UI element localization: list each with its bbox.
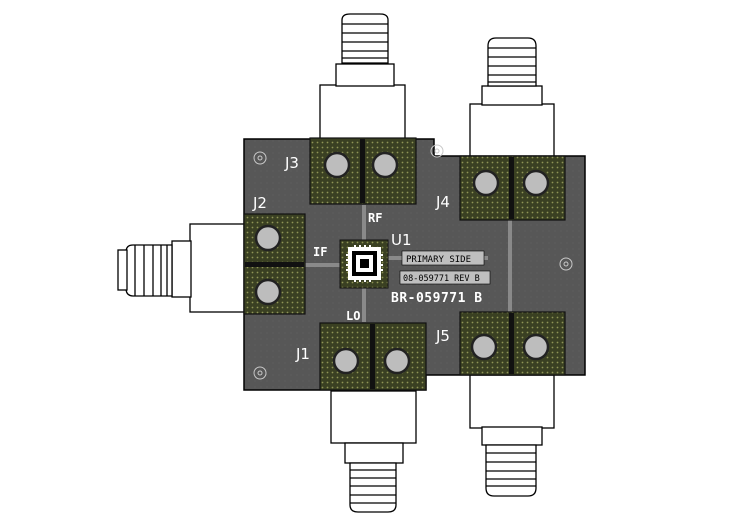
j5-pads <box>459 311 566 376</box>
j4-pin-a <box>472 169 500 197</box>
j5-label: J5 <box>435 327 450 345</box>
j2-label: J2 <box>252 194 267 212</box>
j4-connector-body <box>469 37 555 158</box>
j3-pin-a <box>323 151 351 179</box>
j5-pin-b <box>522 333 550 361</box>
mounting-hole <box>253 144 573 380</box>
part-number-box: 08-059771 REV B <box>399 270 491 285</box>
j2-pin-b <box>254 278 282 306</box>
j1-pads <box>319 322 427 391</box>
part-number-label: 08-059771 REV B <box>403 274 480 284</box>
j1-pin-b <box>383 347 411 375</box>
j2-pin-a <box>254 224 282 252</box>
primary-side-box: PRIMARY SIDE <box>401 250 485 266</box>
j5-connector-body <box>469 374 555 497</box>
j3-pin-b <box>371 151 399 179</box>
j4-pin-b <box>522 169 550 197</box>
j2-connector-body <box>117 223 247 313</box>
j5-pin-a <box>470 333 498 361</box>
u1-label: U1 <box>391 231 412 249</box>
j1-pin-a <box>332 347 360 375</box>
board-title: BR-059771 B <box>391 291 483 306</box>
u1-chip <box>339 239 389 289</box>
j1-label: J1 <box>295 345 310 363</box>
j3-pads <box>309 137 417 205</box>
j4-pads <box>459 155 566 221</box>
j4-label: J4 <box>435 193 450 211</box>
j3-label: J3 <box>284 154 299 172</box>
j1-connector-body <box>330 390 417 513</box>
j2-pads <box>243 213 306 315</box>
primary-side-label: PRIMARY SIDE <box>406 255 471 265</box>
j3-connector-body <box>319 13 406 140</box>
rf-port-label: RF <box>368 211 382 225</box>
lo-port-label: LO <box>346 309 360 323</box>
if-port-label: IF <box>313 245 327 259</box>
